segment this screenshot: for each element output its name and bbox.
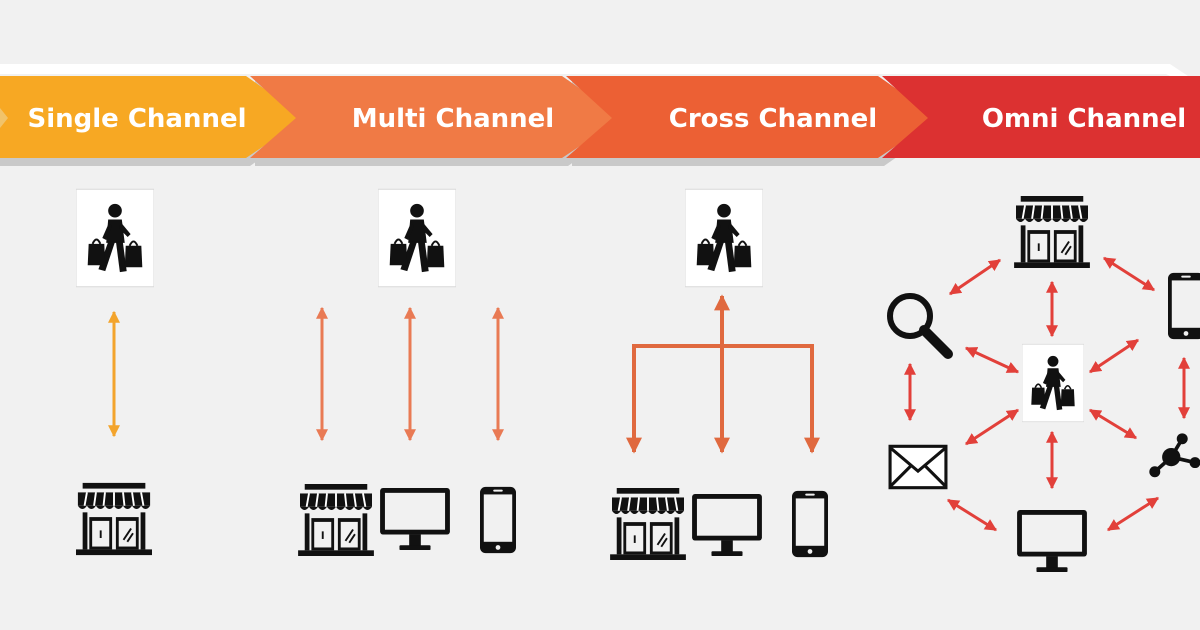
social-network-icon	[1147, 431, 1200, 480]
desktop-monitor-icon	[692, 494, 762, 557]
multi-channel-panel	[298, 188, 516, 556]
stage-chevron-single	[0, 76, 306, 158]
smartphone-icon	[792, 490, 828, 558]
connection-arrow	[1102, 256, 1156, 292]
connection-arrow	[1089, 338, 1139, 374]
shopper-icon	[76, 188, 154, 288]
connection-arrow	[964, 408, 1020, 446]
smartphone-icon	[1168, 272, 1200, 340]
omni-channel-panel	[888, 196, 1200, 573]
stage-chevron-omni	[882, 76, 1200, 158]
channel-banner: Single Channel Multi Channel Cross Chann…	[0, 64, 1200, 166]
magnifier-icon	[890, 296, 948, 354]
store-icon	[76, 482, 152, 556]
store-icon	[1014, 196, 1090, 268]
single-channel-panel	[76, 188, 154, 556]
connection-arrow	[1106, 496, 1160, 532]
stage-label-omni: Omni Channel	[982, 104, 1186, 134]
stage-label-single: Single Channel	[27, 104, 246, 134]
shopper-icon	[685, 188, 763, 288]
store-icon	[298, 484, 374, 556]
connection-arrow	[1088, 408, 1138, 440]
smartphone-icon	[480, 486, 516, 554]
connection-arrow	[964, 346, 1020, 374]
stage-label-multi: Multi Channel	[352, 104, 554, 134]
envelope-icon	[888, 444, 948, 490]
desktop-monitor-icon	[1017, 510, 1087, 573]
store-icon	[610, 488, 686, 560]
stage-chevron-cross	[566, 76, 938, 158]
connection-arrow	[946, 498, 998, 532]
connection-arrow	[949, 258, 1001, 296]
shopper-icon	[378, 188, 456, 288]
shopper-icon	[1022, 343, 1084, 423]
stage-label-cross: Cross Channel	[669, 104, 877, 134]
cross-channel-panel	[610, 188, 828, 560]
stage-chevron-multi	[250, 76, 622, 158]
desktop-monitor-icon	[380, 488, 450, 551]
